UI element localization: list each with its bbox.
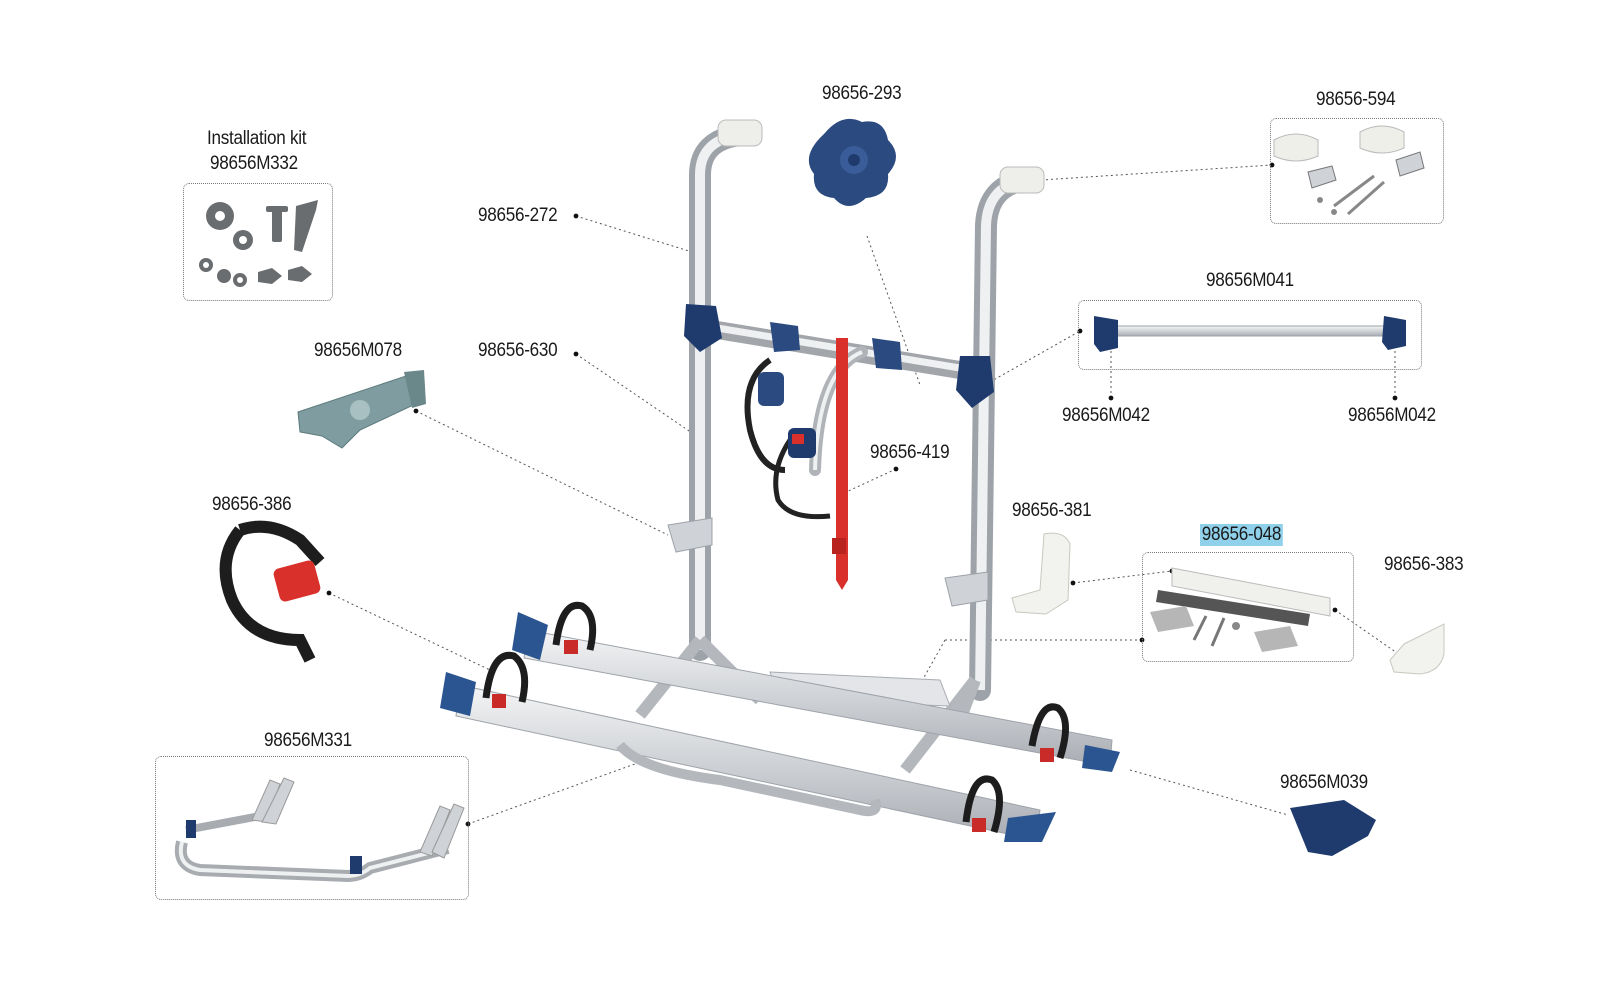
end-cap-part [1290, 800, 1376, 856]
nut-icon [258, 266, 312, 284]
part-label-98656-594: 98656-594 [1316, 89, 1396, 110]
pad-part-381 [1011, 532, 1071, 615]
part-label-98656M078: 98656M078 [314, 340, 402, 361]
installation-kit-icons [199, 200, 318, 287]
part-label-98656-272: 98656-272 [478, 205, 558, 226]
holder-part [297, 370, 426, 449]
chain-icon [199, 258, 247, 287]
part-label-98656M331: 98656M331 [264, 730, 352, 751]
plate-set-box [1142, 552, 1354, 662]
part-label-98656-630: 98656-630 [478, 340, 558, 361]
part-label-98656M041: 98656M041 [1206, 270, 1294, 291]
cross-bar-box [1078, 300, 1422, 370]
part-label-98656-293: 98656-293 [822, 83, 902, 104]
leader-lines [328, 164, 1401, 825]
installation-kit-box [183, 183, 333, 301]
leader-dots [326, 162, 1403, 827]
bike-carrier-frame [440, 119, 1120, 842]
gear-icon [206, 202, 253, 250]
part-label-98656M039: 98656M039 [1280, 772, 1368, 793]
part-label-98656M042-left: 98656M042 [1062, 405, 1150, 426]
support-arm-box [155, 756, 469, 900]
wall-cap-parts [1273, 125, 1425, 216]
part-label-98656-381: 98656-381 [1012, 500, 1092, 521]
installation-kit-title: Installation kit [207, 128, 307, 149]
support-arm-part [174, 777, 465, 883]
wall-cap-box [1270, 118, 1444, 224]
part-label-98656M042-right: 98656M042 [1348, 405, 1436, 426]
strap-part [219, 520, 325, 663]
part-label-98656-383: 98656-383 [1384, 554, 1464, 575]
part-label-installation-kit: 98656M332 [210, 153, 298, 174]
screw-icon [266, 200, 318, 252]
cross-bar-part [1094, 316, 1406, 352]
plate-set-part [1150, 567, 1331, 652]
knob-part [808, 118, 896, 206]
part-label-98656-048[interactable]: 98656-048 [1200, 524, 1283, 546]
part-label-98656-386: 98656-386 [212, 494, 292, 515]
pad-part-383 [1389, 623, 1445, 675]
part-label-98656-419: 98656-419 [870, 442, 950, 463]
